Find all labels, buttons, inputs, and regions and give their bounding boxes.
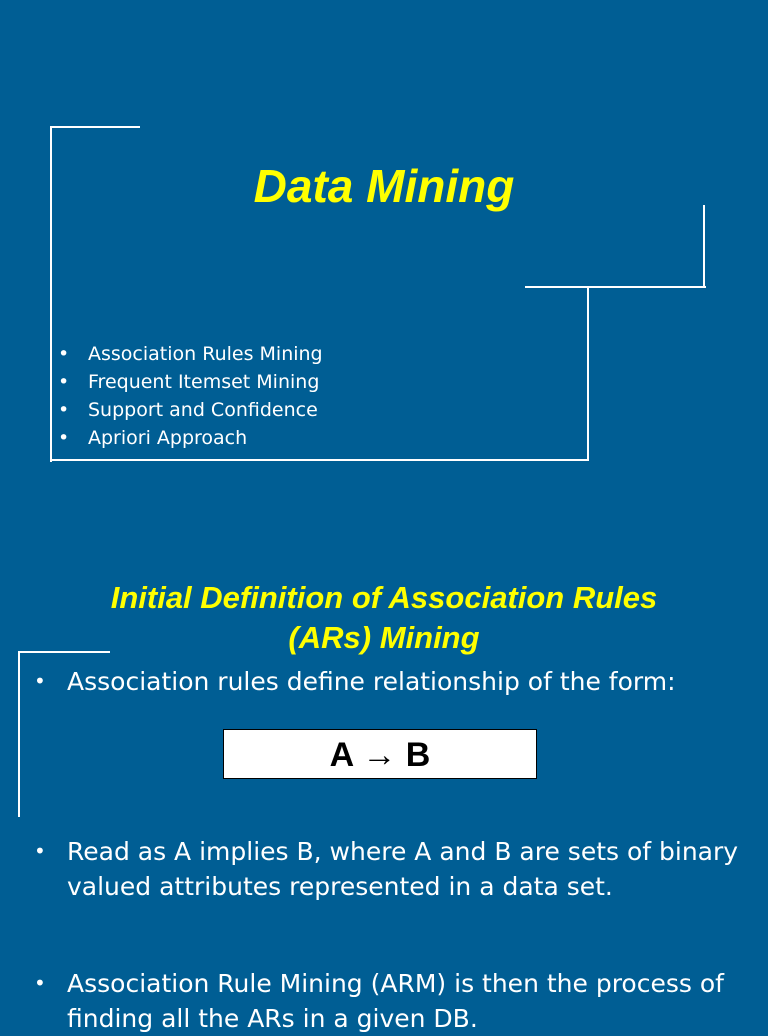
slide-title: Data Mining	[253, 160, 515, 212]
paragraph-definition: • Association rules define relationship …	[34, 664, 739, 699]
bullet-icon: •	[34, 669, 46, 693]
bullet-icon: •	[34, 839, 46, 863]
slide-title-line-1: Initial Definition of Association Rules	[110, 580, 658, 615]
frame-bottom-horizontal	[50, 459, 589, 461]
list-item-text: Apriori Approach	[88, 427, 248, 449]
list-item: • Association Rules Mining	[58, 340, 323, 368]
paragraph-text: Association Rule Mining (ARM) is then th…	[67, 969, 724, 1033]
frame-left-vertical	[50, 126, 52, 462]
list-item: • Support and Confidence	[58, 396, 323, 424]
bullet-icon: •	[58, 427, 70, 449]
bullet-icon: •	[58, 343, 70, 365]
list-item: • Frequent Itemset Mining	[58, 368, 323, 396]
frame-top-left-horizontal	[50, 126, 140, 128]
bullet-icon: •	[58, 371, 70, 393]
list-item-text: Association Rules Mining	[88, 343, 323, 365]
paragraph-read-as: • Read as A implies B, where A and B are…	[34, 834, 739, 904]
frame-left-vertical	[18, 651, 20, 817]
paragraph-text: Read as A implies B, where A and B are s…	[67, 837, 739, 901]
bullet-icon: •	[34, 971, 46, 995]
list-item: • Apriori Approach	[58, 424, 323, 452]
frame-middle-horizontal	[525, 286, 706, 288]
slide-association-rules: Initial Definition of Association Rules …	[0, 512, 768, 1033]
slide-title-line-2: (ARs) Mining	[288, 620, 480, 655]
paragraph-arm: • Association Rule Mining (ARM) is then …	[34, 966, 739, 1036]
list-item-text: Frequent Itemset Mining	[88, 371, 320, 393]
frame-top-left-horizontal	[18, 651, 110, 653]
topic-list: • Association Rules Mining • Frequent Item…	[58, 340, 323, 452]
slide-title: Initial Definition of Association Rules …	[0, 578, 768, 658]
frame-right-vertical	[587, 287, 589, 461]
slide-data-mining: Data Mining • Association Rules Mining • F…	[0, 0, 768, 512]
bullet-icon: •	[58, 399, 70, 421]
paragraph-text: Association rules define relationship of…	[67, 667, 676, 696]
frame-far-right-vertical	[703, 205, 705, 288]
formula-box: A → B	[223, 729, 537, 779]
list-item-text: Support and Confidence	[88, 399, 318, 421]
